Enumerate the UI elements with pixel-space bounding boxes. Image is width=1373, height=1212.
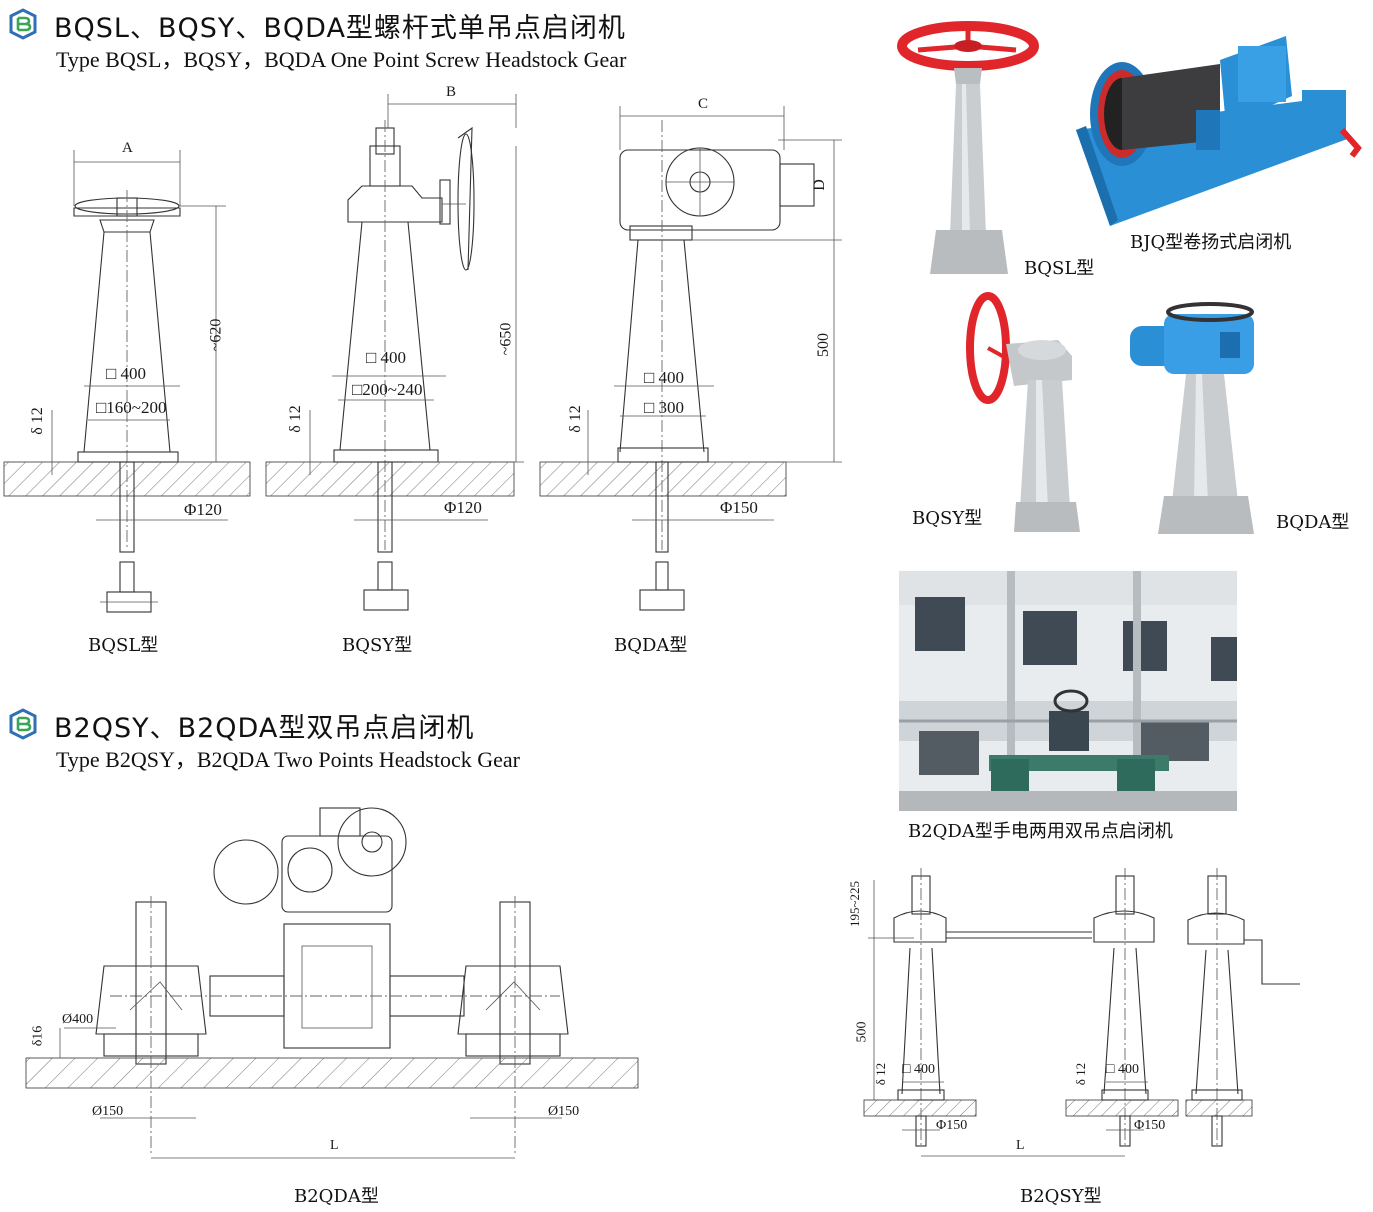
bqsl-top-size: □ 400 xyxy=(106,364,147,383)
bqsy-width-label: B xyxy=(446,84,457,100)
b2qda-span: L xyxy=(330,1138,339,1153)
b2qda-d150-right: Ø150 xyxy=(548,1104,580,1119)
bqsl-drawing xyxy=(3,150,251,613)
bqda-top-size: □ 400 xyxy=(644,368,685,387)
bqda-shaft: Φ150 xyxy=(720,498,758,517)
b2qda-d400: Ø400 xyxy=(62,1012,94,1027)
section2-title-cn: B2QSY、B2QDA型双吊点启闭机 xyxy=(54,713,475,744)
b2qsy-shaft-left: Φ150 xyxy=(936,1118,968,1133)
bqsl-width-label: A xyxy=(122,140,133,156)
bqsl-base-size: □160~200 xyxy=(96,398,167,417)
section1-title-cn: BQSL、BQSY、BQDA型螺杆式单吊点启闭机 xyxy=(54,13,626,44)
b2qsy-size-left: □ 400 xyxy=(902,1062,935,1077)
bqsy-height-label: ~650 xyxy=(497,322,515,356)
bqsl-photo-caption: BQSL型 xyxy=(1024,258,1095,279)
bqsl-caption: BQSL型 xyxy=(88,635,159,656)
bqsl-plate: δ 12 xyxy=(28,407,46,435)
bqda-drawing xyxy=(539,106,842,611)
bjq-photo xyxy=(1076,36,1362,226)
b2qda-drawing xyxy=(25,807,639,1159)
bqda-extra-label: D xyxy=(810,179,828,191)
bqda-photo-caption: BQDA型 xyxy=(1276,512,1350,533)
bqsy-photo xyxy=(966,292,1080,532)
b2qsy-top-range: 195~225 xyxy=(847,880,863,928)
b2qda-photo-caption: B2QDA型手电两用双吊点启闭机 xyxy=(908,821,1173,842)
bqsy-plate: δ 12 xyxy=(286,405,304,433)
b2qsy-caption: B2QSY型 xyxy=(1020,1186,1102,1207)
section1-title-en: Type BQSL，BQSY，BQDA One Point Screw Head… xyxy=(56,47,627,72)
bqsl-height-label: ~620 xyxy=(207,318,225,352)
b2qsy-size-right: □ 400 xyxy=(1106,1062,1139,1077)
b2qda-d150-left: Ø150 xyxy=(92,1104,124,1119)
bqsy-shaft: Φ120 xyxy=(444,498,482,517)
b2qda-caption: B2QDA型 xyxy=(294,1186,379,1207)
b2qda-scene-photo xyxy=(899,571,1237,811)
company-logo-icon xyxy=(9,708,37,740)
bqda-height-label: 500 xyxy=(815,333,832,357)
bqda-plate: δ 12 xyxy=(566,405,584,433)
bqsy-base-size: □200~240 xyxy=(352,380,423,399)
b2qsy-span: L xyxy=(1016,1138,1025,1153)
bqda-caption: BQDA型 xyxy=(614,635,688,656)
b2qsy-plate-left: δ 12 xyxy=(873,1062,889,1086)
bjq-photo-caption: BJQ型卷扬式启闭机 xyxy=(1130,232,1292,253)
b2qda-plate: δ16 xyxy=(30,1025,46,1047)
company-logo-icon xyxy=(9,8,37,40)
bqda-photo xyxy=(1130,302,1254,534)
section2-title-en: Type B2QSY，B2QDA Two Points Headstock Ge… xyxy=(56,747,520,772)
bqsy-caption: BQSY型 xyxy=(342,635,413,656)
bqda-width-label: C xyxy=(698,96,709,112)
bqda-base-size: □ 300 xyxy=(644,398,685,417)
bqsl-shaft: Φ120 xyxy=(184,500,222,519)
bqsy-top-size: □ 400 xyxy=(366,348,407,367)
bqsy-drawing xyxy=(265,94,524,611)
b2qsy-plate-right: δ 12 xyxy=(1073,1062,1089,1086)
b2qsy-drawing xyxy=(863,868,1300,1157)
b2qsy-height: 500 xyxy=(854,1021,870,1043)
b2qsy-shaft-right: Φ150 xyxy=(1134,1118,1166,1133)
bqsl-photo xyxy=(897,21,1039,274)
bqsy-photo-caption: BQSY型 xyxy=(912,508,983,529)
